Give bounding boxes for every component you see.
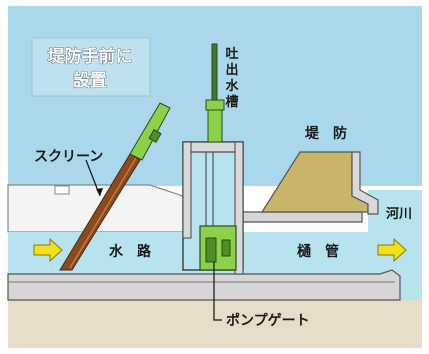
tank-left-wall [182,141,192,239]
pump-motor [205,237,217,263]
channel-floor [7,269,401,301]
label-discharge-tank-3: 水 [225,78,239,94]
label-river: 河川 [386,206,412,222]
screen [59,153,141,271]
pump-outlet [221,239,231,257]
label-discharge-tank-1: 吐 [225,46,238,62]
title-line1: 堤防手前に [48,46,133,67]
pump-gate-body [199,225,237,271]
title-line2: 設置 [73,70,107,91]
screen-highlight [69,157,137,269]
label-culvert: 樋 管 [297,243,339,260]
tank-right-wall [234,141,244,275]
label-pump-gate: ポンプゲート [226,312,310,329]
right-arrow-icon [33,237,63,263]
culvert-top-slab [241,211,363,223]
screen-raiser [129,102,171,161]
screen-leader-arrow [96,188,103,196]
label-screen: スクリーン [34,149,103,165]
pump-gate-leader-line [213,262,222,321]
hoist-body [207,109,223,143]
levee-revetment [351,151,379,215]
label-discharge-tank-4: 槽 [225,94,238,110]
embankment-notch [54,185,70,195]
title-box [31,37,151,97]
hoist-rod [211,43,218,109]
label-levee: 堤 防 [305,125,347,142]
right-arrow-icon [377,237,407,263]
label-waterway: 水 路 [109,243,152,260]
label-discharge-tank-2: 出 [225,62,238,78]
tank-top-frame [182,141,244,153]
hoist-head [205,99,225,111]
screen-motor [148,128,162,144]
